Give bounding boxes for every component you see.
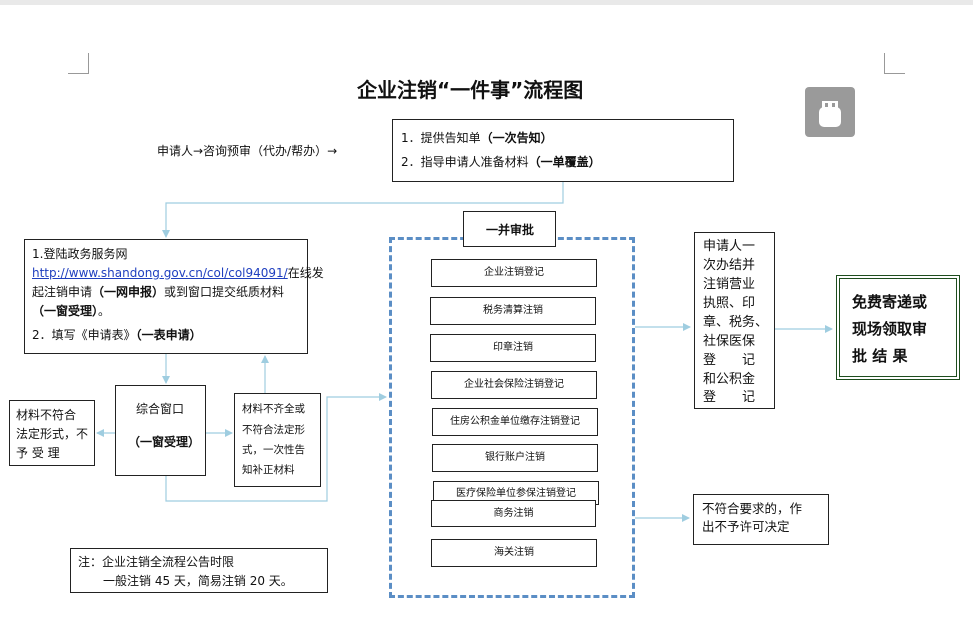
- page-corner-top-left: [68, 53, 89, 74]
- result-line-7: 登 记: [703, 353, 756, 368]
- result-line-1: 申请人一: [703, 239, 756, 254]
- online-line-3: 起注销申请（一网申报）或到窗口提交纸质材料: [32, 285, 285, 299]
- delivery-line-1: 免费寄递或: [852, 293, 928, 311]
- floating-toolbar-button[interactable]: [805, 87, 855, 137]
- online-line-2: http://www.shandong.gov.cn/col/col94091/…: [32, 266, 324, 280]
- delivery-line-2: 现场领取审: [852, 320, 928, 338]
- notice-item-2: 2．指导申请人准备材料（一单覆盖）: [401, 155, 601, 169]
- item-housing-fund: 住房公积金单位缴存注销登记: [432, 408, 598, 436]
- item-social-insurance: 企业社会保险注销登记: [431, 371, 597, 399]
- note-line-1: 注：企业注销全流程公告时限: [78, 555, 235, 569]
- document-top-bar: [0, 0, 973, 5]
- result-line-5: 章、税务、: [703, 315, 769, 330]
- online-line-1: 1.登陆政务服务网: [32, 247, 128, 261]
- online-line-4: （一窗受理）。: [32, 304, 111, 318]
- item-bank-account: 银行账户注销: [432, 444, 598, 472]
- noncompliant-line-1: 不符合要求的，作: [702, 501, 803, 516]
- note-box: 注：企业注销全流程公告时限 一般注销 45 天，简易注销 20 天。: [70, 548, 328, 593]
- incomplete-line-1: 材料不齐全或: [242, 403, 305, 415]
- result-line-6: 社保医保: [703, 334, 756, 349]
- result-line-4: 执照、印: [703, 296, 756, 311]
- result-line-8: 和公积金: [703, 372, 756, 387]
- notice-box: 1．提供告知单（一次告知） 2．指导申请人准备材料（一单覆盖）: [392, 119, 734, 182]
- arrow-notice-to-online: [162, 182, 564, 238]
- result-line-2: 次办结并: [703, 258, 756, 273]
- result-line-9: 登 记: [703, 390, 756, 405]
- item-customs: 海关注销: [431, 539, 597, 567]
- result-line-3: 注销营业: [703, 277, 756, 292]
- online-application-box: 1.登陆政务服务网 http://www.shandong.gov.cn/col…: [24, 239, 324, 354]
- window-tag: （一窗受理）: [128, 435, 201, 449]
- incomplete-line-2: 不符合法定形: [242, 424, 305, 436]
- reject-form-box: 材料不符合 法定形式，不 予 受 理: [9, 400, 95, 466]
- comprehensive-window-box: 综合窗口 （一窗受理）: [115, 385, 206, 476]
- reject-form-line-3: 予 受 理: [16, 446, 60, 460]
- noncompliant-box: 不符合要求的，作 出不予许可决定: [693, 494, 829, 545]
- item-enterprise-deregistration: 企业注销登记: [431, 259, 597, 287]
- parallel-approval-label: 一并审批: [463, 211, 556, 247]
- reject-form-line-2: 法定形式，不: [16, 427, 89, 441]
- delivery-line-3: 批 结 果: [852, 347, 908, 365]
- incomplete-line-4: 知补正材料: [242, 464, 295, 476]
- incomplete-materials-box: 材料不齐全或 不符合法定形 式，一次性告 知补正材料: [234, 393, 321, 487]
- reject-form-line-1: 材料不符合: [16, 408, 77, 422]
- item-tax-clearance: 税务清算注销: [430, 297, 596, 325]
- page-corner-top-right: [884, 53, 905, 74]
- result-box: 申请人一 次办结并 注销营业 执照、印 章、税务、 社保医保 登 记 和公积金 …: [694, 232, 775, 409]
- delivery-box: 免费寄递或 现场领取审 批 结 果: [836, 275, 960, 380]
- gov-portal-link[interactable]: http://www.shandong.gov.cn/col/col94091/: [32, 266, 288, 280]
- arrow-window-to-parallel: [165, 393, 387, 502]
- note-line-2: 一般注销 45 天，简易注销 20 天。: [103, 574, 293, 588]
- page-title: 企业注销“一件事”流程图: [357, 78, 584, 102]
- item-seal-cancellation: 印章注销: [430, 334, 596, 362]
- item-commerce: 商务注销: [431, 500, 596, 527]
- online-line-5: 2．填写《申请表》（一表申请）: [32, 328, 202, 342]
- window-name: 综合窗口: [136, 402, 185, 416]
- noncompliant-line-2: 出不予许可决定: [702, 519, 790, 534]
- usb-drive-icon: [819, 101, 841, 127]
- incomplete-line-3: 式，一次性告: [242, 444, 305, 456]
- notice-item-1: 1．提供告知单（一次告知）: [401, 131, 553, 145]
- applicant-flow-text: 申请人→咨询预审（代办/帮办）→: [157, 144, 338, 158]
